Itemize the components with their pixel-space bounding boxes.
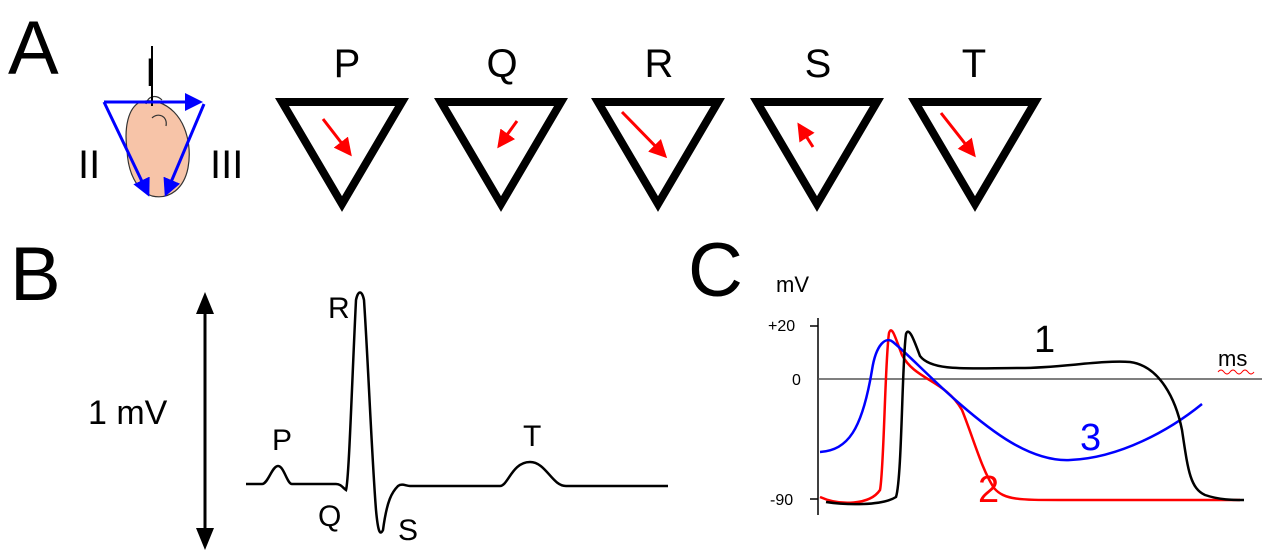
c-tick-bottom-label: -90 bbox=[770, 492, 793, 509]
lead-iii-label: III bbox=[210, 143, 243, 187]
ecg-p-label: P bbox=[272, 424, 292, 457]
lead-iii-vector bbox=[163, 103, 206, 197]
vector-t-frame bbox=[908, 98, 1042, 212]
lead-i-label: I bbox=[145, 51, 156, 95]
c-tick-top-label: +20 bbox=[768, 318, 795, 335]
ecg-t-label: T bbox=[523, 420, 541, 453]
vector-triangle-p: P bbox=[275, 42, 409, 212]
c-x-unit-label: ms bbox=[1218, 346, 1247, 371]
panel-c-letter: C bbox=[688, 228, 743, 313]
c-tick-zero-label: 0 bbox=[792, 372, 801, 389]
curve-3-label: 3 bbox=[1080, 417, 1101, 459]
voltage-scale-bar: 1 mV bbox=[88, 292, 214, 550]
ecg-trace bbox=[246, 291, 668, 534]
vector-p-label: P bbox=[334, 42, 361, 86]
vector-p-frame bbox=[275, 98, 409, 212]
scale-bar-label: 1 mV bbox=[88, 394, 168, 432]
vector-q-frame bbox=[434, 98, 568, 212]
einthoven-triangle: I II III bbox=[78, 46, 243, 198]
ecg-s-label: S bbox=[398, 514, 418, 547]
vector-triangle-s: S bbox=[750, 42, 884, 212]
vector-triangle-q: Q bbox=[434, 42, 568, 212]
vector-s-label: S bbox=[805, 42, 832, 86]
vector-triangle-t: T bbox=[908, 42, 1042, 212]
panel-b: B 1 mV P Q R S T bbox=[10, 232, 668, 550]
vector-q-arrow bbox=[497, 120, 519, 149]
panel-a: A I II III P Q R bbox=[8, 6, 1042, 212]
action-potential-curve-2 bbox=[819, 329, 1240, 504]
vector-r-arrow bbox=[620, 110, 668, 159]
action-potential-curve-3 bbox=[819, 338, 1203, 462]
lead-ii-vector bbox=[102, 101, 150, 197]
panel-a-letter: A bbox=[8, 6, 59, 91]
panel-c: C mV +20 0 -90 ms 1 2 3 bbox=[688, 228, 1262, 515]
vector-t-arrow bbox=[939, 112, 976, 158]
vector-s-arrow bbox=[797, 122, 815, 148]
action-potential-curve-1 bbox=[825, 330, 1245, 506]
vector-s-frame bbox=[750, 98, 884, 212]
vector-p-arrow bbox=[321, 118, 352, 157]
curve-2-label: 2 bbox=[978, 469, 999, 511]
spellcheck-underline bbox=[1217, 369, 1255, 375]
ecg-q-label: Q bbox=[318, 500, 341, 533]
panel-b-letter: B bbox=[10, 232, 61, 317]
vector-q-label: Q bbox=[486, 42, 517, 86]
vector-triangle-r: R bbox=[591, 42, 725, 212]
ecg-r-label: R bbox=[328, 292, 350, 325]
vector-r-frame bbox=[591, 98, 725, 212]
curve-1-label: 1 bbox=[1034, 319, 1055, 361]
vector-t-label: T bbox=[962, 42, 986, 86]
c-y-unit-label: mV bbox=[776, 272, 809, 297]
scale-up-arrow-icon bbox=[196, 292, 214, 314]
vector-r-label: R bbox=[645, 42, 674, 86]
lead-ii-label: II bbox=[78, 143, 100, 187]
scale-down-arrow-icon bbox=[196, 528, 214, 550]
